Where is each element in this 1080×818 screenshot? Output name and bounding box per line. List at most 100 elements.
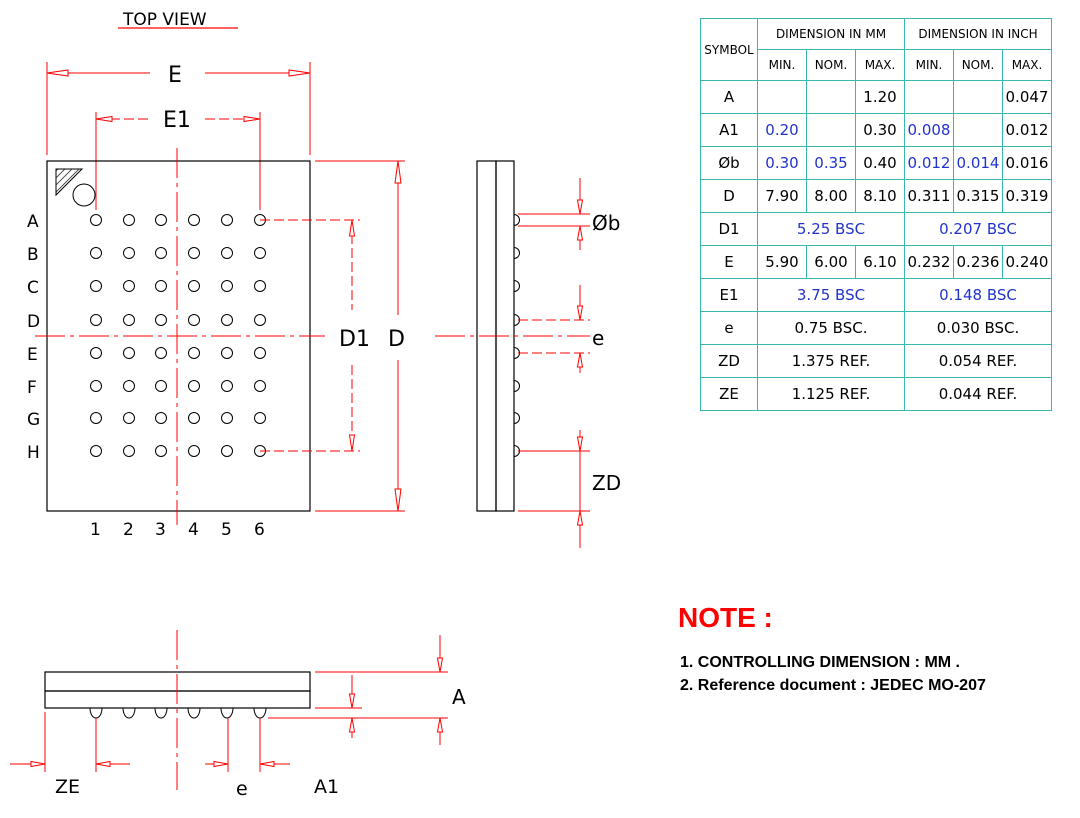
value-cell: 8.00 xyxy=(806,179,856,213)
solder-ball xyxy=(155,412,167,424)
solder-ball xyxy=(90,280,102,292)
front-solder-ball xyxy=(220,707,234,719)
value-cell: 1.20 xyxy=(855,80,905,114)
solder-ball xyxy=(155,445,167,457)
dim-A xyxy=(268,635,448,745)
solder-ball xyxy=(123,247,135,259)
value-cell: 0.047 xyxy=(1002,80,1052,114)
symbol-cell: e xyxy=(700,311,758,345)
column-label: 6 xyxy=(254,520,265,540)
dim-A-label: A xyxy=(452,685,466,709)
side-solder-ball xyxy=(513,412,520,424)
span-cell: 0.148 BSC xyxy=(904,278,1052,312)
value-cell xyxy=(806,80,856,114)
table-row: Øb 0.30 0.35 0.40 0.012 0.014 0.016 xyxy=(700,146,1052,180)
solder-ball xyxy=(188,214,200,226)
solder-ball xyxy=(254,280,266,292)
dim-E-label: E xyxy=(168,63,182,88)
dim-ZD-label: ZD xyxy=(592,471,621,495)
value-cell: 0.008 xyxy=(904,113,954,147)
dim-b xyxy=(518,178,590,250)
solder-ball xyxy=(90,445,102,457)
symbol-cell: D1 xyxy=(700,212,758,246)
solder-ball xyxy=(188,347,200,359)
value-cell: 7.90 xyxy=(757,179,807,213)
solder-ball xyxy=(188,280,200,292)
dim-A1 xyxy=(315,675,362,738)
solder-ball xyxy=(155,380,167,392)
dim-b-label: Øb xyxy=(592,211,620,235)
solder-ball xyxy=(254,347,266,359)
value-cell: 0.016 xyxy=(1002,146,1052,180)
solder-ball xyxy=(254,412,266,424)
value-cell: 6.10 xyxy=(855,245,905,279)
solder-ball xyxy=(188,412,200,424)
solder-ball xyxy=(221,247,233,259)
value-cell: 5.90 xyxy=(757,245,807,279)
subheader-mm-min: MIN. xyxy=(757,49,807,81)
dim-e-side-label: e xyxy=(592,326,604,350)
solder-ball xyxy=(188,380,200,392)
solder-ball xyxy=(155,280,167,292)
table-row: A 1.20 0.047 xyxy=(700,80,1052,114)
dim-e-side xyxy=(518,285,590,373)
value-cell: 0.240 xyxy=(1002,245,1052,279)
row-label: G xyxy=(27,410,40,430)
solder-ball xyxy=(90,412,102,424)
header-inch: DIMENSION IN INCH xyxy=(904,18,1052,50)
dim-e-bottom xyxy=(205,718,290,772)
value-cell: 0.311 xyxy=(904,179,954,213)
table-row: E1 3.75 BSC 0.148 BSC xyxy=(700,278,1052,312)
symbol-cell: ZD xyxy=(700,344,758,378)
solder-ball xyxy=(221,412,233,424)
solder-ball xyxy=(188,445,200,457)
front-solder-ball xyxy=(154,707,168,719)
value-cell: 0.014 xyxy=(953,146,1003,180)
solder-ball xyxy=(155,214,167,226)
solder-ball xyxy=(155,347,167,359)
table-row: D 7.90 8.00 8.10 0.311 0.315 0.319 xyxy=(700,179,1052,213)
value-cell: 0.012 xyxy=(904,146,954,180)
span-cell: 1.125 REF. xyxy=(757,377,905,411)
subheader-inch-min: MIN. xyxy=(904,49,954,81)
value-cell: 0.315 xyxy=(953,179,1003,213)
dim-ZE-label: ZE xyxy=(55,776,80,798)
span-cell: 0.75 BSC. xyxy=(757,311,905,345)
value-cell: 0.30 xyxy=(855,113,905,147)
front-solder-ball xyxy=(89,707,103,719)
solder-ball xyxy=(123,412,135,424)
value-cell: 0.20 xyxy=(757,113,807,147)
solder-ball xyxy=(123,380,135,392)
solder-ball xyxy=(221,347,233,359)
side-solder-ball xyxy=(513,280,520,292)
subheader-inch-nom: NOM. xyxy=(953,49,1003,81)
column-label: 4 xyxy=(188,520,199,540)
column-label: 5 xyxy=(221,520,232,540)
span-cell: 3.75 BSC xyxy=(757,278,905,312)
table-row: e 0.75 BSC. 0.030 BSC. xyxy=(700,311,1052,345)
solder-ball xyxy=(254,314,266,326)
column-label: 1 xyxy=(90,520,101,540)
symbol-cell: D xyxy=(700,179,758,213)
table-row: A1 0.20 0.30 0.008 0.012 xyxy=(700,113,1052,147)
value-cell: 0.30 xyxy=(757,146,807,180)
value-cell: 0.236 xyxy=(953,245,1003,279)
dim-E xyxy=(46,62,311,155)
solder-ball xyxy=(221,280,233,292)
symbol-cell: Øb xyxy=(700,146,758,180)
solder-ball xyxy=(254,247,266,259)
span-cell: 1.375 REF. xyxy=(757,344,905,378)
front-solder-ball xyxy=(122,707,136,719)
header-symbol: SYMBOL xyxy=(700,18,758,81)
span-cell: 0.207 BSC xyxy=(904,212,1052,246)
row-label: E xyxy=(27,345,38,365)
table-row: E 5.90 6.00 6.10 0.232 0.236 0.240 xyxy=(700,245,1052,279)
solder-ball xyxy=(90,214,102,226)
dim-ZD xyxy=(518,430,590,548)
table-row: ZD 1.375 REF. 0.054 REF. xyxy=(700,344,1052,378)
dim-D xyxy=(315,160,405,512)
front-view xyxy=(44,630,311,790)
